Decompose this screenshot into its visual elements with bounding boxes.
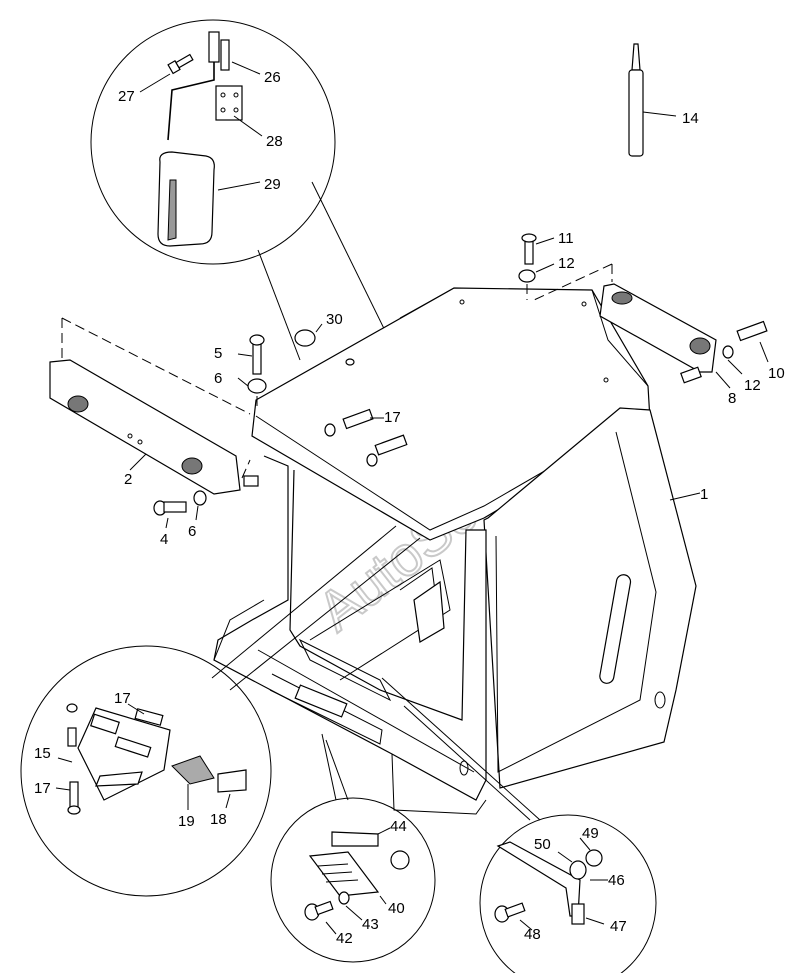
callout-17c: 17 [34, 780, 51, 797]
callout-44: 44 [390, 818, 407, 835]
callout-26: 26 [264, 69, 281, 86]
callout-18: 18 [210, 811, 227, 828]
callout-50: 50 [534, 836, 551, 853]
sealant-cartridge [628, 43, 677, 157]
callout-48: 48 [524, 926, 541, 943]
callout-49: 49 [582, 825, 599, 842]
callout-43: 43 [362, 916, 379, 933]
callout-8: 8 [728, 390, 736, 407]
detail-circle-mirror [90, 19, 479, 521]
callout-4: 4 [160, 531, 168, 548]
callout-15: 15 [34, 745, 51, 762]
callout-12b: 12 [744, 377, 761, 394]
callout-10: 10 [768, 365, 785, 382]
cab-frame [213, 287, 701, 815]
callout-42: 42 [336, 930, 353, 947]
callout-1: 1 [700, 486, 708, 503]
detail-circle-switch-panel [20, 525, 421, 897]
detail-circle-vent [270, 733, 436, 963]
callout-6b: 6 [188, 523, 196, 540]
callout-27: 27 [118, 88, 135, 105]
callout-labels: 1 2 4 5 6 6 8 10 11 12 12 14 15 17 17 17… [34, 69, 785, 947]
callout-2: 2 [124, 471, 132, 488]
callout-40: 40 [388, 900, 405, 917]
callout-30: 30 [326, 311, 343, 328]
callout-47: 47 [610, 918, 627, 935]
callout-28: 28 [266, 133, 283, 150]
detail-circle-latch [381, 677, 657, 973]
callout-46: 46 [608, 872, 625, 889]
callout-14: 14 [682, 110, 699, 127]
callout-17b: 17 [114, 690, 131, 707]
screw-set-top [237, 334, 267, 410]
callout-29: 29 [264, 176, 281, 193]
rear-headliner-panel [518, 233, 769, 389]
callout-19: 19 [178, 813, 195, 830]
grommet [294, 323, 355, 366]
callout-17a: 17 [384, 409, 401, 426]
front-headliner-panel [49, 317, 259, 495]
callout-12a: 12 [558, 255, 575, 272]
callout-5: 5 [214, 345, 222, 362]
roof-screws [324, 408, 408, 467]
callout-6a: 6 [214, 370, 222, 387]
callout-11: 11 [558, 230, 574, 247]
screw-set-left [153, 490, 207, 529]
